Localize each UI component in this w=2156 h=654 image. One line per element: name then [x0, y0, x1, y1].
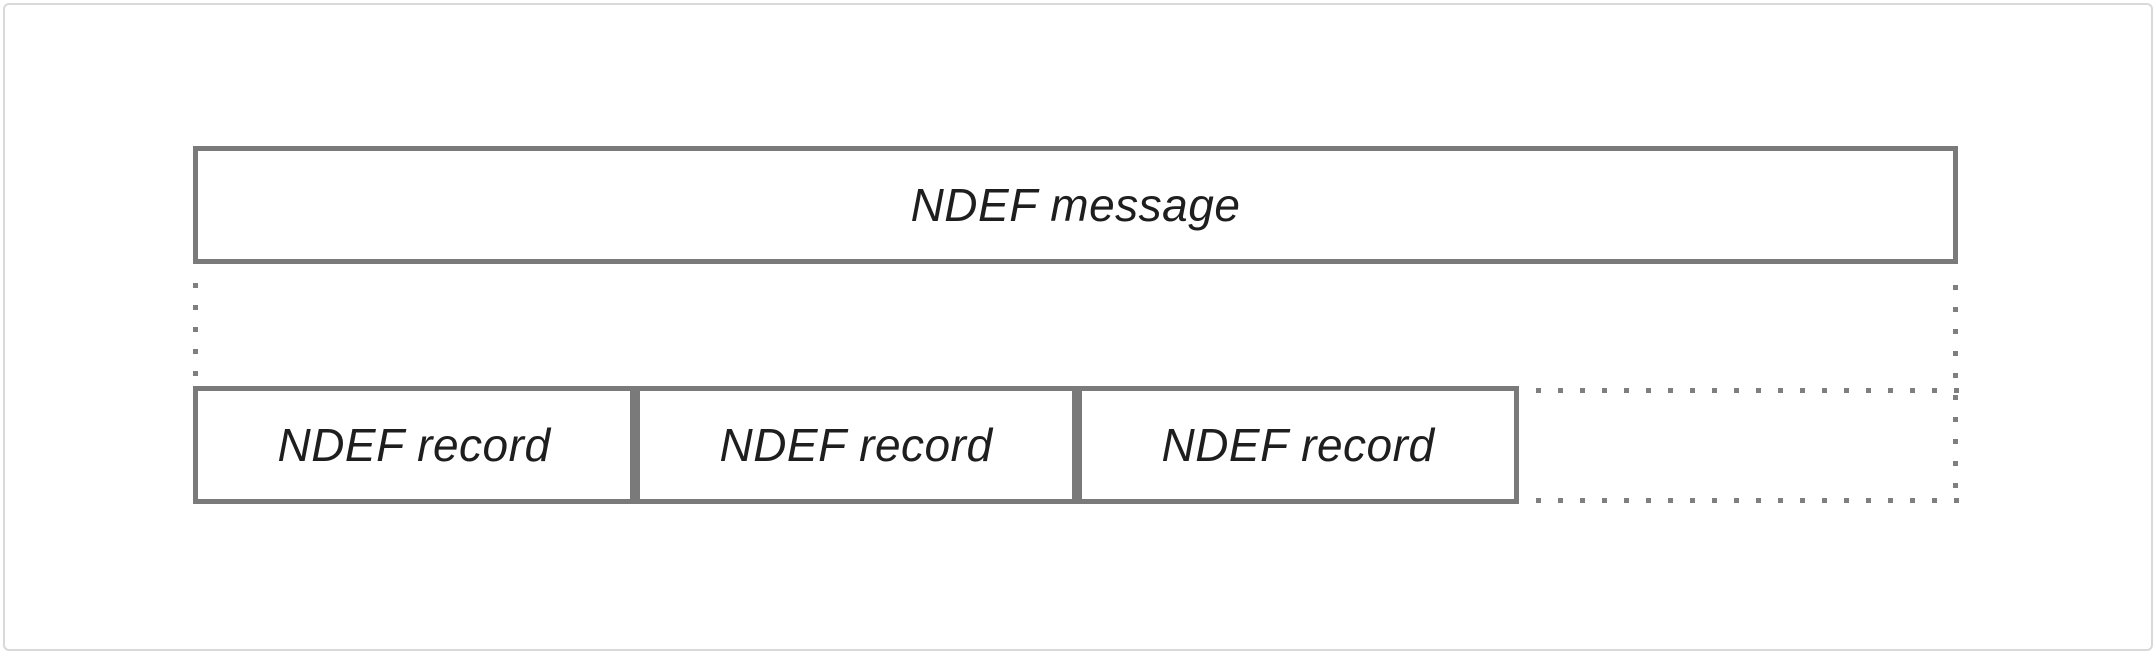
ndef-record-label: NDEF record — [719, 419, 993, 471]
ndef-record-label: NDEF record — [1161, 419, 1435, 471]
ndef-record-box-1: NDEF record — [193, 386, 635, 504]
dotted-continuation-bottom — [1536, 498, 1959, 503]
ndef-record-label: NDEF record — [277, 419, 551, 471]
dotted-continuation-top — [1536, 388, 1959, 393]
ndef-record-box-3: NDEF record — [1077, 386, 1519, 504]
ndef-message-box: NDEF message — [193, 146, 1958, 264]
page-border — [3, 3, 2153, 651]
dotted-connector-left — [193, 283, 198, 379]
dotted-connector-right — [1953, 285, 1958, 505]
ndef-record-box-2: NDEF record — [635, 386, 1077, 504]
ndef-message-label: NDEF message — [910, 179, 1241, 231]
